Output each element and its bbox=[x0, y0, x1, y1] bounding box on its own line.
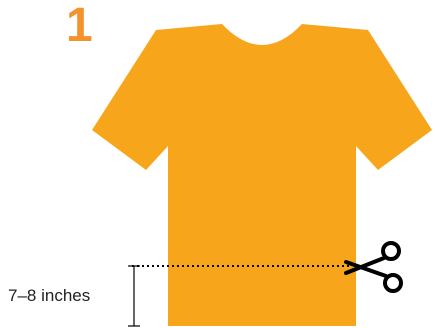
measurement-bracket bbox=[128, 266, 140, 326]
t-shirt-icon bbox=[92, 24, 432, 326]
step-number: 1 bbox=[66, 2, 93, 50]
measurement-label: 7–8 inches bbox=[8, 286, 90, 306]
